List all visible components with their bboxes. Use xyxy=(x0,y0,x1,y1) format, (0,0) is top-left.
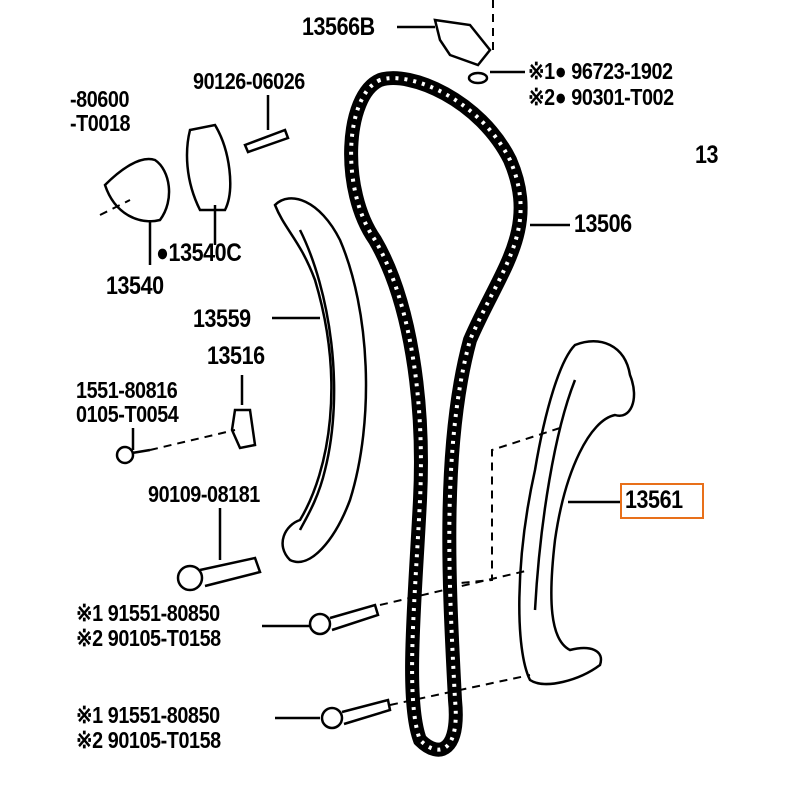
label-bolt2-a[interactable]: ※1 91551-80850 xyxy=(76,702,220,728)
label-13-cut[interactable]: 13 xyxy=(695,141,719,169)
label-13561[interactable]: 13561 xyxy=(625,486,683,514)
label-bolt2-b[interactable]: ※2 90105-T0158 xyxy=(76,727,221,753)
highlight-box xyxy=(620,483,704,519)
label-80600[interactable]: -80600 xyxy=(70,86,130,112)
pin-90109 xyxy=(176,564,204,592)
label-13566b[interactable]: 13566B xyxy=(302,13,375,41)
bolt-80816 xyxy=(115,445,135,465)
label-90301[interactable]: ※2● 90301-T002 xyxy=(528,84,674,110)
bolt-2 xyxy=(320,706,344,730)
label-96723[interactable]: ※1● 96723-1902 xyxy=(528,58,673,84)
gasket-13540c xyxy=(185,123,232,212)
label-bolt1-b[interactable]: ※2 90105-T0158 xyxy=(76,625,221,651)
chain-tensioner-13540 xyxy=(103,157,171,223)
label-13516[interactable]: 13516 xyxy=(207,342,265,370)
label-13506[interactable]: 13506 xyxy=(574,210,632,238)
label-90109[interactable]: 90109-08181 xyxy=(148,481,260,507)
label-80816[interactable]: 1551-80816 xyxy=(76,377,178,403)
timing-chain-13506 xyxy=(344,71,528,757)
tensioner-slipper-13561 xyxy=(518,340,636,686)
label-t0054[interactable]: 0105-T0054 xyxy=(76,401,179,427)
bracket-13566b xyxy=(433,18,492,67)
stud-90126 xyxy=(243,128,290,154)
chain-guide-13559 xyxy=(273,197,368,564)
bolt-96723 xyxy=(467,71,489,85)
label-bolt1-a[interactable]: ※1 91551-80850 xyxy=(76,600,220,626)
label-13540[interactable]: 13540 xyxy=(106,272,164,300)
clip-13516 xyxy=(230,408,257,450)
label-13559[interactable]: 13559 xyxy=(193,305,251,333)
label-90126[interactable]: 90126-06026 xyxy=(193,68,305,94)
label-13540c[interactable]: ●13540C xyxy=(156,239,242,267)
label-t0018[interactable]: -T0018 xyxy=(70,110,131,136)
bolt-1 xyxy=(308,612,332,636)
